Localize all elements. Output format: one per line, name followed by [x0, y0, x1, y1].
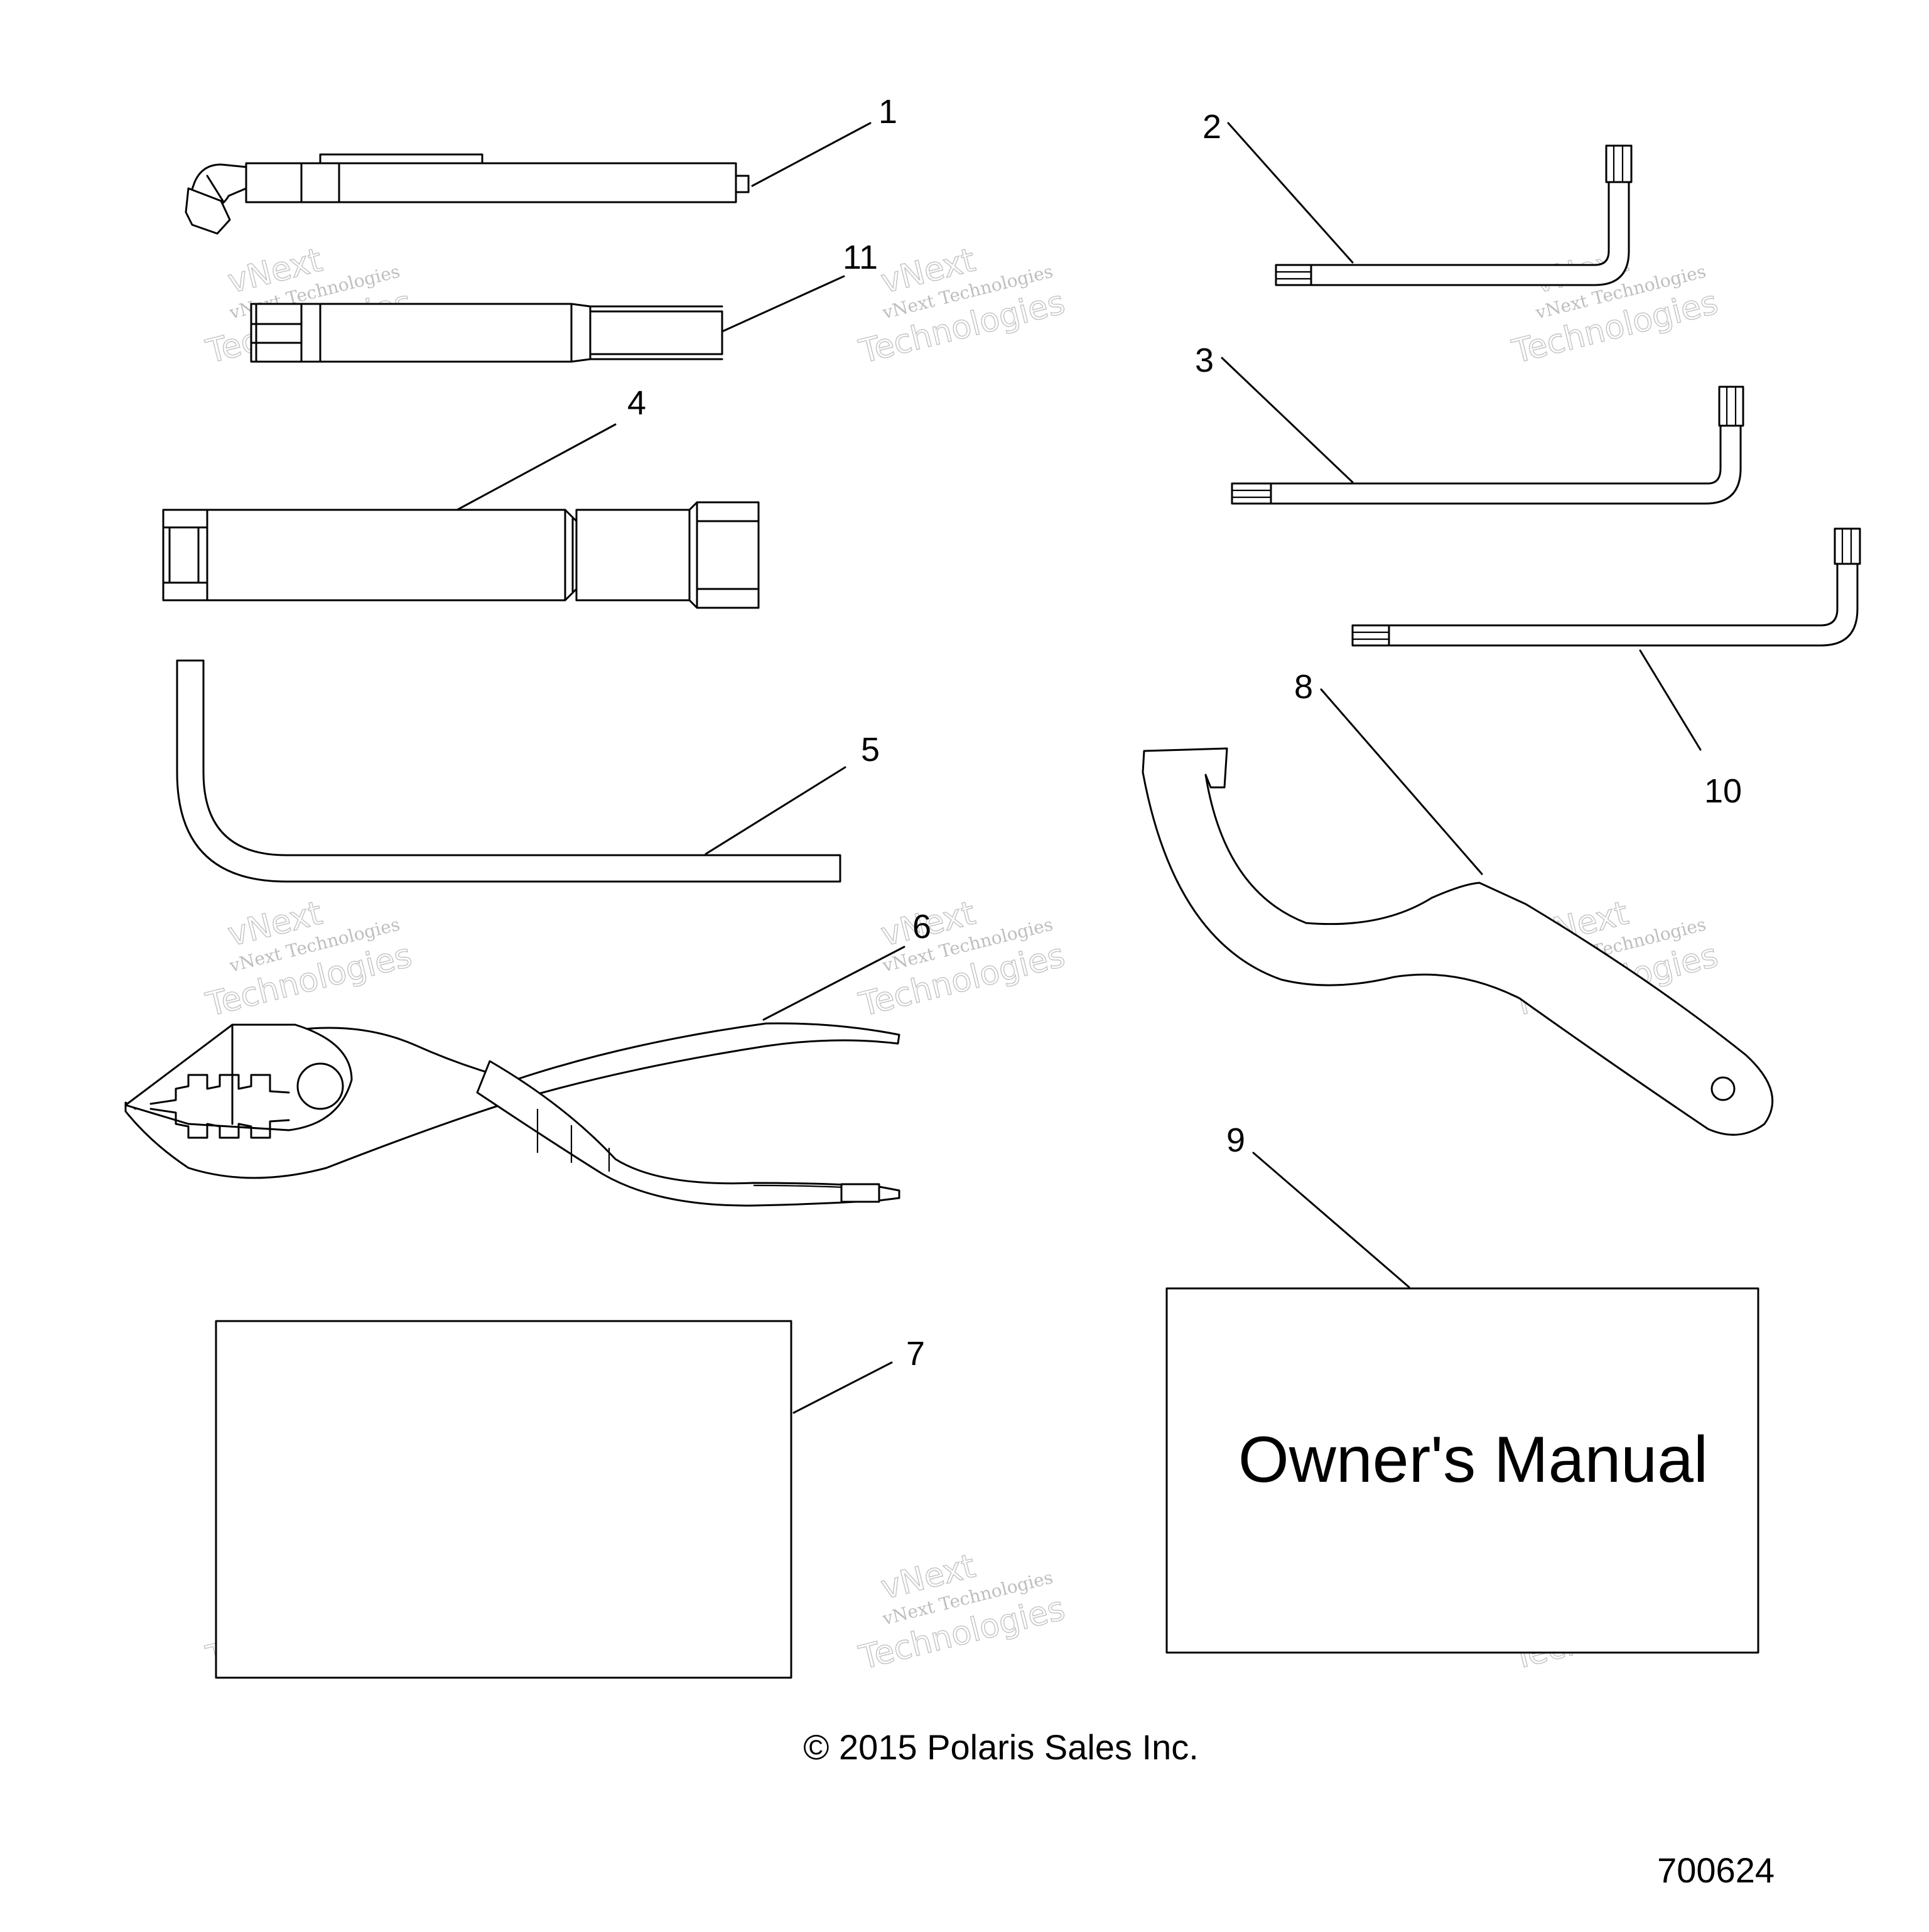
gauge-chuck-head — [185, 187, 231, 235]
part-4-spark-plug-wrench[interactable] — [162, 501, 760, 609]
callout-4: 4 — [627, 384, 646, 422]
watermark: vNext vNext Technologies Technologies — [1508, 241, 1722, 372]
spanner-hole — [1710, 1076, 1736, 1101]
callout-9: 9 — [1226, 1121, 1245, 1159]
callouts: 1 2 3 4 5 6 7 8 9 10 11 — [627, 93, 1742, 1373]
leader-lines — [456, 122, 1702, 1414]
callout-5: 5 — [861, 731, 880, 769]
bit-shaft — [319, 303, 573, 363]
bit-hex-end — [589, 310, 723, 355]
part-10-torx-key[interactable] — [1351, 527, 1861, 647]
watermark: vNext vNext Technologies Technologies — [202, 894, 416, 1025]
callout-6: 6 — [912, 908, 931, 946]
callout-7: 7 — [906, 1335, 925, 1373]
bit-socket-end — [250, 303, 322, 363]
part-9-owners-manual[interactable]: Owner's Manual — [1165, 1287, 1759, 1654]
socket-tube — [206, 509, 566, 602]
part-8-spanner-wrench[interactable] — [1142, 747, 1774, 1136]
diagram-number: 700624 — [1657, 1850, 1775, 1890]
gauge-body — [245, 162, 737, 203]
callout-2: 2 — [1202, 108, 1221, 146]
manual-cover — [1165, 1287, 1759, 1654]
gauge-pocket-clip — [319, 153, 484, 165]
gauge-tip — [735, 175, 750, 193]
callout-1: 1 — [878, 93, 897, 131]
pliers-pivot — [296, 1062, 344, 1110]
copyright-text: © 2015 Polaris Sales Inc. — [803, 1727, 1199, 1767]
callout-11: 11 — [843, 239, 878, 276]
part-7-card[interactable] — [215, 1320, 792, 1679]
part-1-pressure-gauge[interactable] — [185, 153, 750, 235]
part-6-pliers[interactable] — [124, 1022, 900, 1207]
socket-right-hex — [688, 501, 760, 609]
torx-tip — [1718, 386, 1744, 427]
part-5-hex-key[interactable] — [176, 659, 841, 883]
part-11-extension-bit[interactable] — [250, 303, 723, 363]
callout-8: 8 — [1294, 668, 1313, 706]
torx-tip — [1351, 624, 1390, 647]
watermark: vNext vNext Technologies Technologies — [855, 1547, 1069, 1678]
manual-title: Owner's Manual — [1238, 1423, 1708, 1496]
callout-10: 10 — [1704, 772, 1742, 810]
callout-3: 3 — [1195, 342, 1214, 379]
torx-tip — [1605, 144, 1633, 183]
torx-tip — [1834, 527, 1861, 565]
watermark: vNext vNext Technologies Technologies — [855, 894, 1069, 1025]
part-3-torx-key[interactable] — [1231, 386, 1744, 505]
torx-tip — [1275, 264, 1312, 286]
torx-tip — [1231, 482, 1272, 505]
part-2-torx-key[interactable] — [1275, 144, 1633, 286]
